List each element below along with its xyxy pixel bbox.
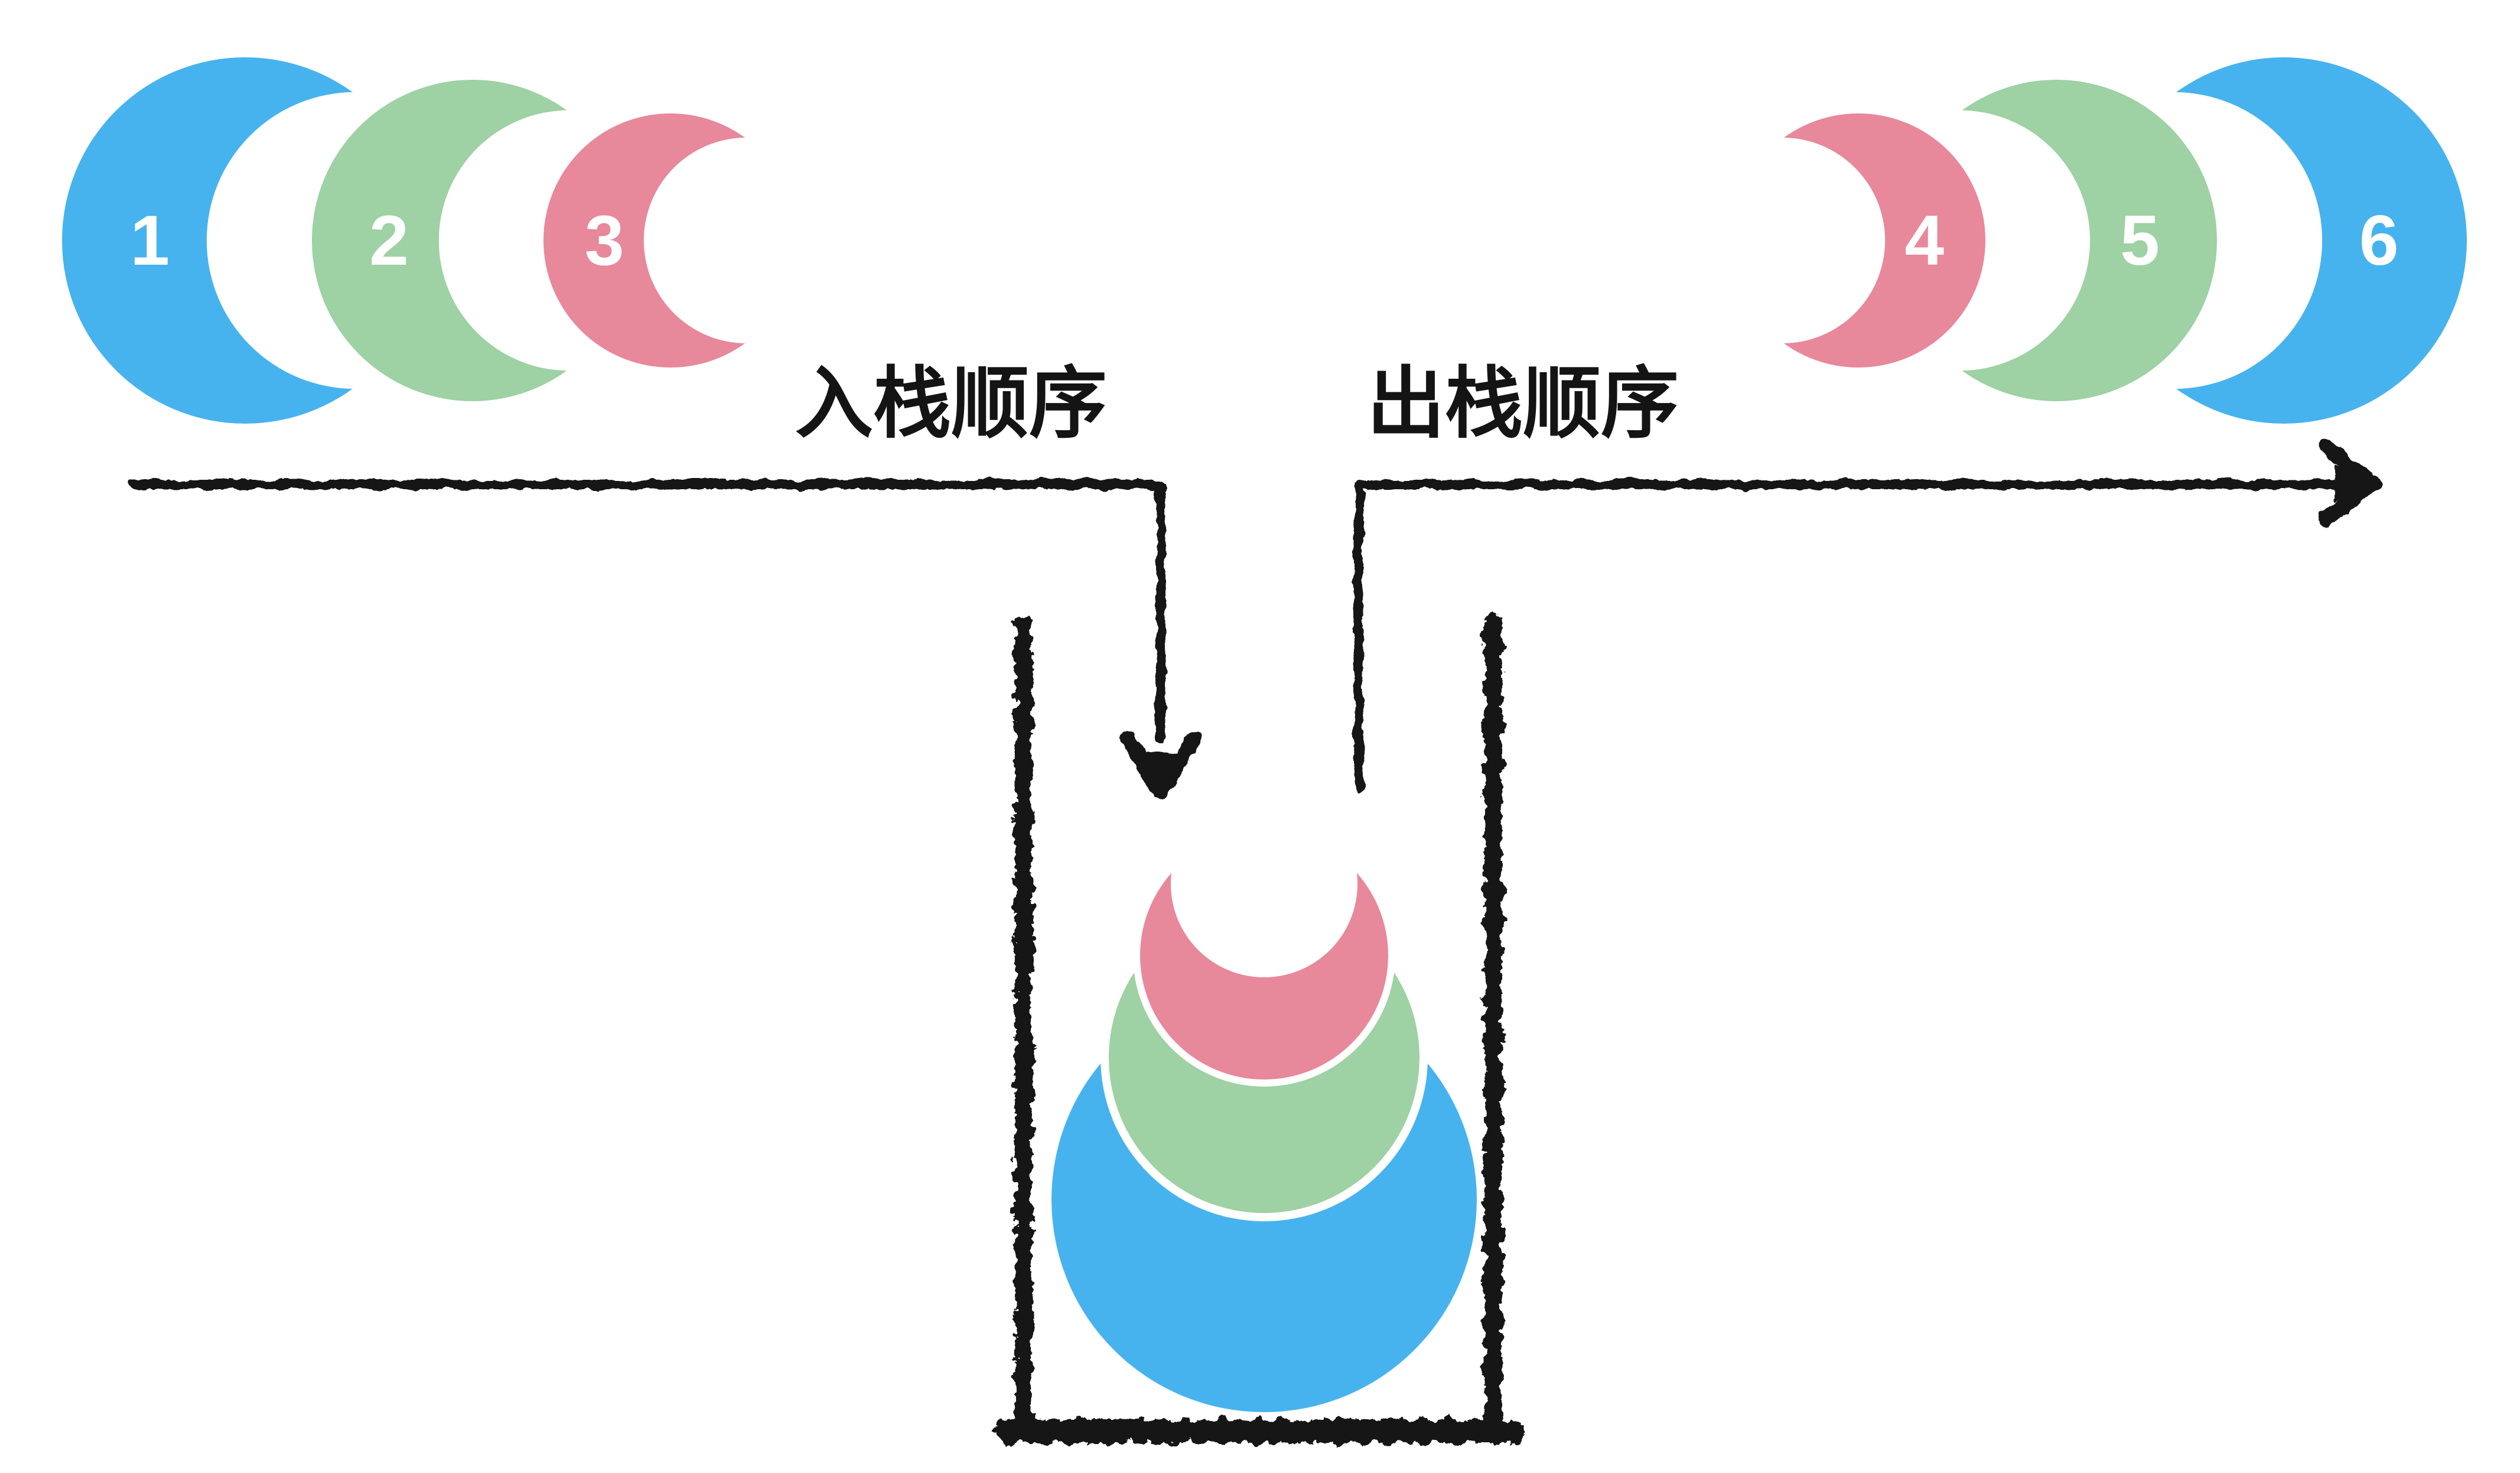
pop-arrowhead-fill xyxy=(2335,464,2375,502)
stack-container xyxy=(992,614,1524,1443)
push-arrow xyxy=(129,480,1202,800)
pop-item-number-5: 5 xyxy=(2120,201,2160,280)
pop-arrow xyxy=(1354,440,2382,794)
pop-order-label: 出栈顺序 xyxy=(1367,360,1679,447)
push-item-number-2: 2 xyxy=(369,201,409,280)
pop-item-4-bite xyxy=(1679,137,1886,344)
pop-item-number-4: 4 xyxy=(1904,201,1944,280)
push-sequence-group: 1 2 3 xyxy=(62,57,850,424)
push-order-label: 入栈顺序 xyxy=(795,360,1107,447)
push-item-number-1: 1 xyxy=(130,201,170,280)
stack-item-pink-bite xyxy=(1171,791,1357,977)
stack-items-group xyxy=(1051,791,1477,1412)
push-item-3-bite xyxy=(643,137,850,344)
push-arrowhead-fill xyxy=(1138,753,1183,792)
pop-item-number-6: 6 xyxy=(2359,201,2399,280)
pop-arrow-line xyxy=(1354,480,2338,794)
pop-sequence-group: 4 5 6 xyxy=(1679,57,2467,424)
push-item-number-3: 3 xyxy=(585,201,624,280)
push-arrow-line xyxy=(129,480,1165,743)
